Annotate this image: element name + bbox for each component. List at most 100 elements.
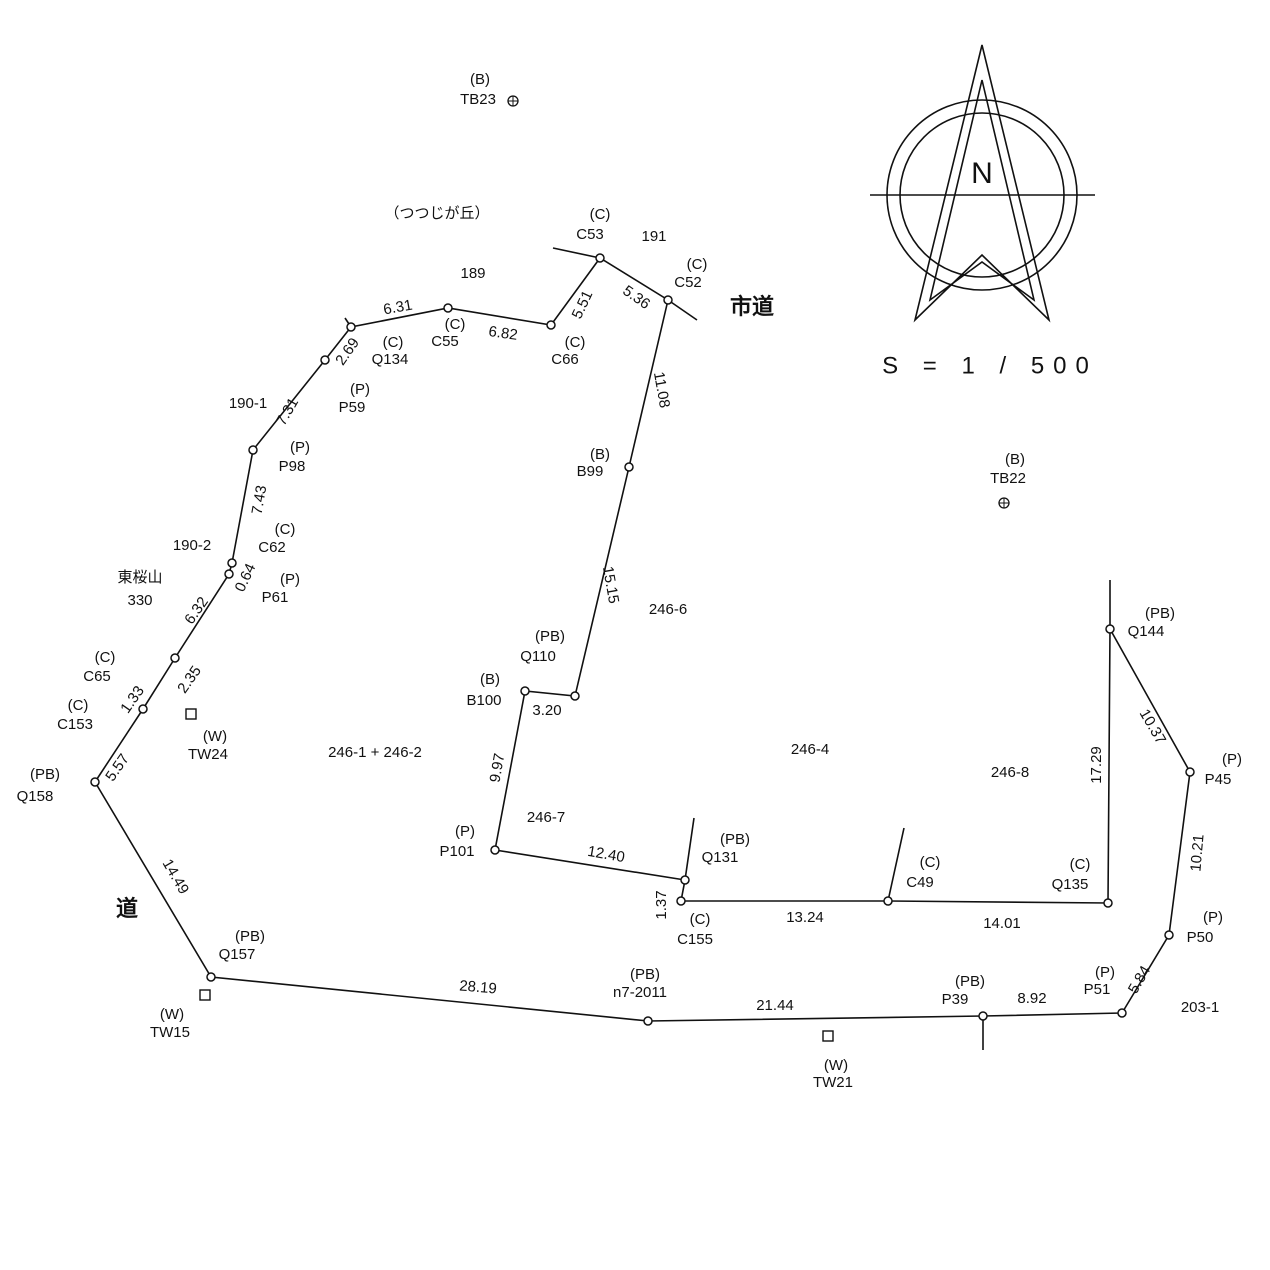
distance-label: 7.43 bbox=[249, 484, 271, 516]
point-name: C66 bbox=[551, 351, 579, 368]
survey-point-q134: (C)Q134 bbox=[346, 322, 408, 368]
point-type: (PB) bbox=[720, 831, 750, 848]
area-name: （つつじが丘） bbox=[384, 205, 489, 222]
point-marker-icon bbox=[346, 322, 356, 332]
point-marker-icon bbox=[680, 875, 690, 885]
point-marker-icon bbox=[490, 845, 500, 855]
point-marker-icon bbox=[138, 704, 148, 714]
survey-point-c62: (C)C62 bbox=[227, 521, 295, 568]
survey-point-q135: (C)Q135 bbox=[1052, 856, 1113, 908]
survey-point-p39: (PB)P39 bbox=[942, 973, 988, 1021]
survey-point-c55: (C)C55 bbox=[431, 303, 466, 350]
distance-label: 6.82 bbox=[487, 323, 518, 344]
parcel-label: 246-8 bbox=[991, 764, 1029, 781]
survey-point-c155: (C)C155 bbox=[676, 896, 713, 948]
point-name: P61 bbox=[262, 589, 289, 606]
point-type: (P) bbox=[350, 381, 370, 398]
point-type: (C) bbox=[445, 316, 466, 333]
distance-label: 2.35 bbox=[174, 663, 205, 697]
point-name: P50 bbox=[1187, 929, 1214, 946]
point-type: (B) bbox=[590, 446, 610, 463]
survey-point-tw15: (W)TW15 bbox=[150, 989, 211, 1041]
point-marker-icon bbox=[663, 295, 673, 305]
parcel-label: 190-2 bbox=[173, 537, 211, 554]
point-type: (W) bbox=[824, 1057, 848, 1074]
distance-label: 28.19 bbox=[459, 977, 498, 997]
distance-label: 12.40 bbox=[586, 843, 626, 866]
point-name: Q131 bbox=[702, 849, 739, 866]
survey-point-c49: (C)C49 bbox=[883, 854, 940, 906]
distance-label: 14.01 bbox=[983, 915, 1021, 932]
parcel-label: 189 bbox=[460, 265, 485, 282]
point-name: P98 bbox=[279, 458, 306, 475]
point-name: Q158 bbox=[17, 788, 54, 805]
point-type: (B) bbox=[1005, 451, 1025, 468]
point-type: (C) bbox=[95, 649, 116, 666]
survey-point-tw24: (W)TW24 bbox=[185, 708, 228, 763]
survey-point-q131: (PB)Q131 bbox=[680, 831, 750, 885]
point-marker-icon bbox=[978, 1011, 988, 1021]
distance-label: 10.21 bbox=[1187, 834, 1207, 873]
survey-point-q110: (PB)Q110 bbox=[520, 628, 580, 701]
survey-point-b100: (B)B100 bbox=[466, 671, 530, 709]
point-name: n7-2011 bbox=[613, 984, 667, 1001]
survey-point-c65: (C) C65 bbox=[83, 649, 180, 685]
point-name: TB22 bbox=[990, 470, 1026, 487]
road-label: 道 bbox=[116, 896, 138, 921]
point-type: (PB) bbox=[235, 928, 265, 945]
point-type: (P) bbox=[455, 823, 475, 840]
point-marker-icon bbox=[90, 777, 100, 787]
survey-point-p50: (P) P50 bbox=[1164, 909, 1223, 946]
point-type: (C) bbox=[590, 206, 611, 223]
survey-points: (B)TB23(C)C53(C)C52(C)C66(C)C55(C)Q134(P… bbox=[17, 71, 1242, 1091]
boundary-polyline bbox=[94, 256, 1191, 1022]
point-marker-icon bbox=[624, 462, 634, 472]
survey-point-p61: (P)P61 bbox=[224, 569, 300, 606]
distance-label: 3.20 bbox=[532, 702, 561, 719]
survey-point-p51: (P)P51 bbox=[1084, 964, 1127, 1018]
point-marker-icon bbox=[1117, 1008, 1127, 1018]
point-marker-icon bbox=[546, 320, 556, 330]
point-name: C55 bbox=[431, 333, 459, 350]
point-marker-icon bbox=[227, 558, 237, 568]
point-name: B99 bbox=[577, 463, 604, 480]
survey-point-q144: (PB)Q144 bbox=[1105, 605, 1175, 640]
point-name: P101 bbox=[439, 843, 474, 860]
point-type: (B) bbox=[480, 671, 500, 688]
distance-label: 17.29 bbox=[1088, 746, 1105, 784]
survey-point-tb22: (B) TB22 bbox=[990, 451, 1026, 509]
point-type: (PB) bbox=[955, 973, 985, 990]
point-marker-icon bbox=[1105, 624, 1115, 634]
point-marker-icon bbox=[320, 355, 330, 365]
square-marker-icon bbox=[199, 989, 211, 1001]
point-name: TW15 bbox=[150, 1024, 190, 1041]
point-type: (C) bbox=[1070, 856, 1091, 873]
point-type: (PB) bbox=[630, 966, 660, 983]
point-type: (W) bbox=[203, 728, 227, 745]
boundary-extension-line bbox=[887, 827, 905, 902]
north-arrow-compass: N bbox=[870, 44, 1095, 323]
point-type: (C) bbox=[687, 256, 708, 273]
point-name: C49 bbox=[906, 874, 934, 891]
distance-label: 2.69 bbox=[332, 335, 363, 369]
square-marker-icon bbox=[185, 708, 197, 720]
parcel-label: 246-1 + 246-2 bbox=[328, 744, 422, 761]
distance-label: 14.49 bbox=[159, 856, 192, 897]
point-type: (P) bbox=[290, 439, 310, 456]
point-type: (P) bbox=[1203, 909, 1223, 926]
point-type: (W) bbox=[160, 1006, 184, 1023]
distance-label: 21.44 bbox=[756, 997, 794, 1014]
point-name: C65 bbox=[83, 668, 111, 685]
point-marker-icon bbox=[206, 972, 216, 982]
survey-point-c52: (C)C52 bbox=[663, 256, 708, 305]
point-name: C62 bbox=[258, 539, 286, 556]
point-name: P59 bbox=[339, 399, 366, 416]
point-type: (C) bbox=[68, 697, 89, 714]
survey-point-c53: (C)C53 bbox=[576, 206, 611, 263]
distance-label: 0.64 bbox=[232, 561, 260, 595]
parcel-label: 330 bbox=[127, 592, 152, 609]
parcel-label: 246-7 bbox=[527, 809, 565, 826]
point-type: (C) bbox=[690, 911, 711, 928]
survey-point-n7-2011: (PB)n7-2011 bbox=[613, 966, 667, 1026]
